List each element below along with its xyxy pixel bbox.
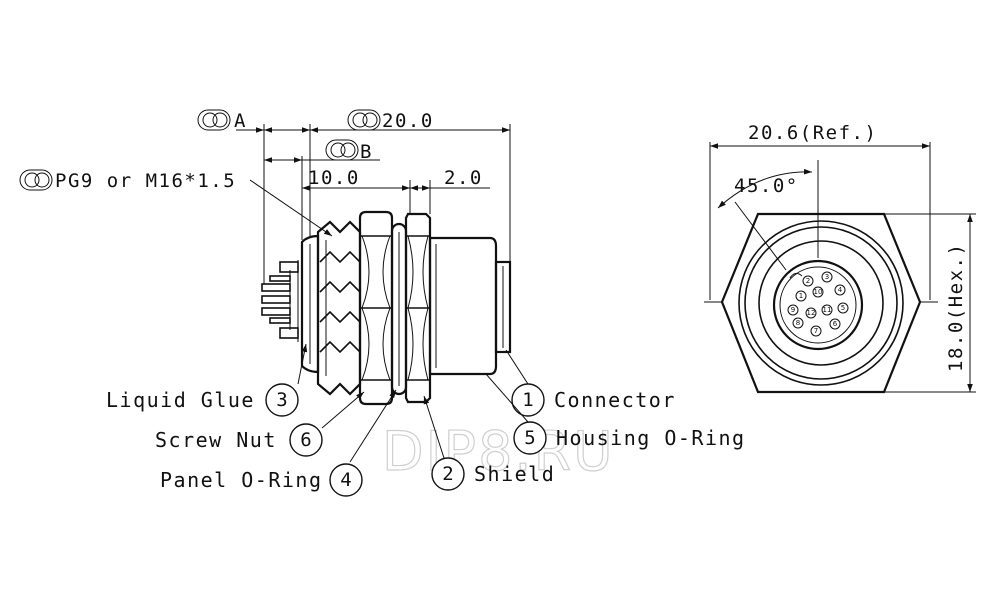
callout-4-label: Panel O-Ring (160, 468, 323, 492)
callout-5-label: Housing O-Ring (556, 426, 746, 450)
screw-nut (358, 210, 394, 406)
pin-label: 8 (796, 319, 800, 327)
angle-label: 45.0° (734, 175, 799, 197)
tolerance-symbol-b (325, 139, 359, 161)
callout-1-label: Connector (554, 388, 676, 412)
tolerance-symbol-a (197, 109, 231, 131)
thread-body (316, 220, 362, 396)
pin-label: 2 (806, 277, 810, 285)
tolerance-a-label: A (234, 110, 247, 132)
callout-3-label: Liquid Glue (106, 388, 255, 412)
callout-4-circle (329, 463, 363, 497)
panel-o-ring (390, 222, 408, 396)
insert-circle (772, 259, 864, 351)
callout-5-leader (485, 373, 529, 423)
callout-4-leader (349, 389, 397, 463)
tolerance-symbol-thread (19, 169, 53, 191)
pin-label: 12 (807, 309, 816, 317)
hex-label: 18.0(Hex.) (945, 243, 967, 372)
connector-housing (428, 236, 512, 376)
width-label: 20.6(Ref.) (748, 122, 877, 144)
callout-2-leader (423, 395, 445, 459)
callout-2-label: Shield (474, 462, 555, 486)
angle-dimension (717, 160, 819, 271)
callout-6-label: Screw Nut (155, 428, 277, 452)
side-view: A 20.0 B PG9 or M16*1.5 10.0 2.0 (19, 109, 512, 406)
callout-6-leader (321, 391, 365, 429)
callout-6-number: 6 (300, 429, 311, 451)
callout-5-number: 5 (524, 427, 535, 449)
pin-label: 5 (841, 304, 845, 312)
pin-label: 3 (825, 273, 829, 281)
callout-4-number: 4 (340, 469, 351, 491)
callout-2-circle (431, 457, 465, 491)
callout-3-number: 3 (276, 389, 287, 411)
pin-label: 10 (814, 288, 823, 296)
pin-array: 1 2 3 4 5 6 7 8 9 10 11 12 (787, 271, 849, 337)
shield-flange (404, 212, 432, 404)
tolerance-b-label: B (360, 141, 373, 163)
flange-label: 2.0 (444, 167, 483, 189)
callout-6-circle (289, 423, 323, 457)
pin-label: 11 (823, 306, 832, 314)
flange-circle (738, 220, 904, 386)
callout-1-leader (505, 349, 529, 385)
thread-spec-label: PG9 or M16*1.5 (55, 170, 236, 192)
front-view: 1 2 3 4 5 6 7 8 9 10 11 12 (704, 122, 976, 394)
callout-5-circle (513, 421, 547, 455)
pin-label: 9 (791, 306, 795, 314)
pin-label: 6 (833, 320, 838, 328)
tolerance-symbol-overall (347, 109, 381, 131)
callout-1-number: 1 (522, 389, 533, 411)
pin-label: 4 (838, 286, 843, 294)
callout-3-leader (297, 343, 308, 385)
rear-pins (261, 260, 299, 342)
pin-label: 1 (799, 292, 803, 300)
callout-2-number: 2 (442, 463, 453, 485)
callouts: 1 Connector 5 Housing O-Ring 3 Liquid Gl… (106, 343, 746, 497)
pin-label: 7 (814, 327, 818, 335)
callout-1-circle (511, 383, 545, 417)
thread-length-label: 10.0 (308, 167, 360, 189)
watermark-text: DIP8.RU (382, 420, 615, 483)
callout-3-circle (265, 383, 299, 417)
overall-length-label: 20.0 (382, 110, 434, 132)
